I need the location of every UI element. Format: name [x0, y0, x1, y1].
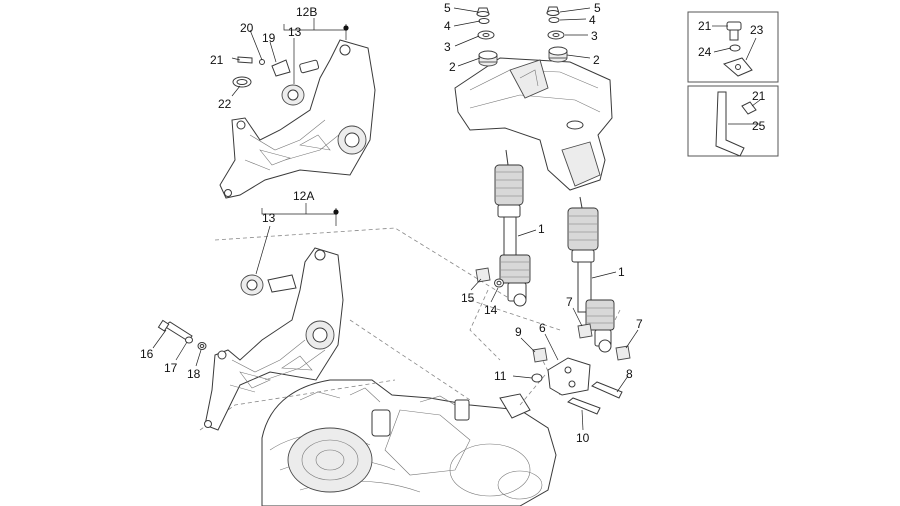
callout-21-left: 21	[210, 53, 224, 67]
callout-4-right: 4	[589, 13, 596, 27]
left-shock-mount-stack	[476, 7, 498, 67]
inset-box-clamp	[687, 11, 779, 83]
nut-washer-14-15	[475, 267, 504, 288]
group-12a-dot	[333, 209, 339, 215]
callout-22: 22	[218, 97, 232, 111]
callout-14: 14	[484, 303, 498, 317]
callout-7-right: 7	[636, 317, 643, 331]
left-shock-absorber	[494, 149, 531, 307]
callout-9: 9	[515, 325, 522, 339]
right-shock-mount-stack	[546, 6, 568, 63]
leader-lines	[152, 7, 761, 431]
callout-8: 8	[626, 367, 633, 381]
callout-23: 23	[750, 23, 764, 37]
right-shock-absorber	[567, 196, 615, 353]
callout-24: 24	[698, 45, 712, 59]
group-12b-dot	[343, 25, 349, 31]
callout-7-left: 7	[566, 295, 573, 309]
callout-15: 15	[461, 291, 475, 305]
callout-11: 11	[494, 369, 507, 383]
lower-mount-bracket-6	[531, 347, 623, 415]
callout-10: 10	[576, 431, 590, 445]
callout-25: 25	[752, 119, 766, 133]
callout-1-left: 1	[538, 222, 545, 236]
engine-assembly	[261, 379, 557, 506]
callout-16: 16	[140, 347, 154, 361]
callout-2-right: 2	[593, 53, 600, 67]
callout-5-left: 5	[444, 1, 451, 15]
callout-5-right: 5	[594, 1, 601, 15]
inset-box-bracket	[687, 85, 779, 157]
engine-bracket-12b	[219, 39, 376, 199]
callout-21-box1: 21	[698, 19, 712, 33]
callout-13-top: 13	[288, 25, 302, 39]
callout-12b: 12B	[296, 5, 317, 19]
bolt-16-assembly	[157, 319, 207, 350]
callout-19: 19	[262, 31, 276, 45]
callout-12a: 12A	[293, 189, 314, 203]
callout-21-box2: 21	[752, 89, 766, 103]
callout-17: 17	[164, 361, 178, 375]
callout-13-mid: 13	[262, 211, 276, 225]
callout-2-left: 2	[449, 60, 456, 74]
callout-3-right: 3	[591, 29, 598, 43]
callout-1-right: 1	[618, 265, 625, 279]
callout-labels: 12B 20 19 13 21 22 12A 13 16 17 18 5 4 3…	[140, 1, 766, 445]
frame-section	[454, 57, 613, 191]
callout-3-left: 3	[444, 40, 451, 54]
callout-4-left: 4	[444, 19, 451, 33]
engine-bracket-12a	[204, 247, 344, 431]
callout-6: 6	[539, 321, 546, 335]
nuts-7	[577, 323, 631, 361]
callout-20: 20	[240, 21, 254, 35]
callout-18: 18	[187, 367, 201, 381]
